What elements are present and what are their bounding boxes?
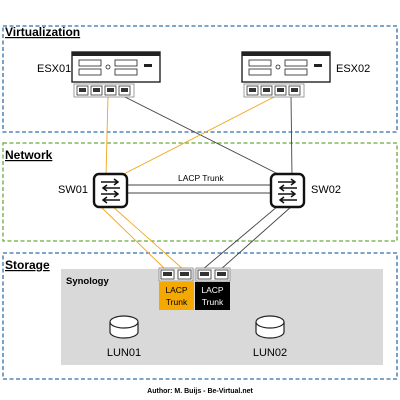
link-sw01-nas-b: [111, 205, 185, 271]
connection-lines: [99, 95, 293, 271]
link-esx02-sw01: [119, 95, 277, 177]
nas-ports: [158, 267, 231, 282]
network-title: Network: [5, 148, 53, 162]
network-section: [2, 142, 398, 242]
server-icon: [241, 51, 331, 83]
lun02: LUN02: [253, 315, 287, 359]
esx01-label: ESX01: [37, 63, 71, 75]
esx01-host: ESX01: [37, 51, 161, 98]
link-sw02-nas-a: [201, 205, 279, 271]
trunk-box-right-line1: LACP: [201, 285, 224, 295]
nic-icon: [158, 267, 194, 282]
lun02-label: LUN02: [253, 347, 287, 359]
storage-section: [2, 252, 398, 380]
trunk-box-left-line2: Trunk: [166, 297, 188, 307]
esx02-label: ESX02: [336, 63, 370, 75]
switch-icon: [92, 172, 129, 209]
nic-icon: [195, 267, 231, 282]
virtualization-section: [2, 25, 398, 133]
trunk-box-right: LACP Trunk: [195, 282, 230, 310]
trunk-label: LACP Trunk: [178, 173, 224, 183]
switch-icon: [269, 172, 306, 209]
sw02-switch: SW02: [269, 172, 341, 209]
esx02-host: ESX02: [241, 51, 370, 98]
sw02-label: SW02: [311, 184, 341, 196]
sw01-switch: SW01: [58, 172, 129, 209]
link-sw02-nas-b: [219, 205, 293, 271]
author-credit: Author: M. Buijs - Be-Virtual.net: [147, 388, 253, 395]
trunk-box-left-line1: LACP: [165, 285, 188, 295]
link-sw01-nas-a: [99, 205, 167, 271]
sw01-label: SW01: [58, 184, 88, 196]
lun01: LUN01: [107, 315, 141, 359]
trunk-box-right-line2: Trunk: [202, 297, 224, 307]
synology-label: Synology: [66, 276, 109, 287]
trunk-box-left: LACP Trunk: [159, 282, 194, 310]
lun01-label: LUN01: [107, 347, 141, 359]
disk-icon: [109, 315, 139, 339]
link-esx02-sw02: [290, 95, 293, 177]
nic-icon: [243, 83, 305, 98]
disk-icon: [255, 315, 285, 339]
link-esx01-sw02: [122, 95, 283, 177]
nic-icon: [73, 83, 135, 98]
server-icon: [71, 51, 161, 83]
virtualization-title: Virtualization: [5, 25, 80, 39]
storage-title: Storage: [5, 258, 50, 272]
link-esx01-sw01: [105, 95, 109, 177]
